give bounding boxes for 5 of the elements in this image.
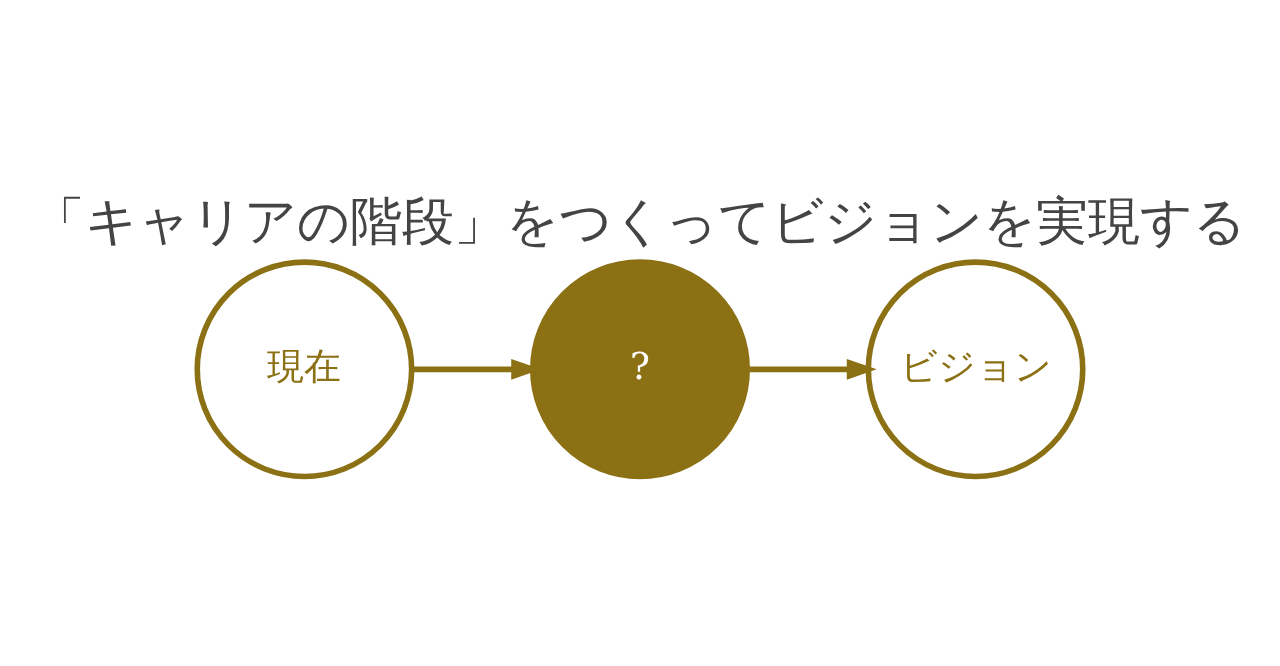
arrow: [747, 358, 877, 380]
node-circle: 現在: [194, 259, 415, 480]
node-circle: ?: [530, 259, 750, 480]
node-circle: ビジョン: [865, 259, 1086, 480]
diagram-title: 「キャリアの階段」をつくってビジョンを実現する: [33, 190, 1247, 251]
